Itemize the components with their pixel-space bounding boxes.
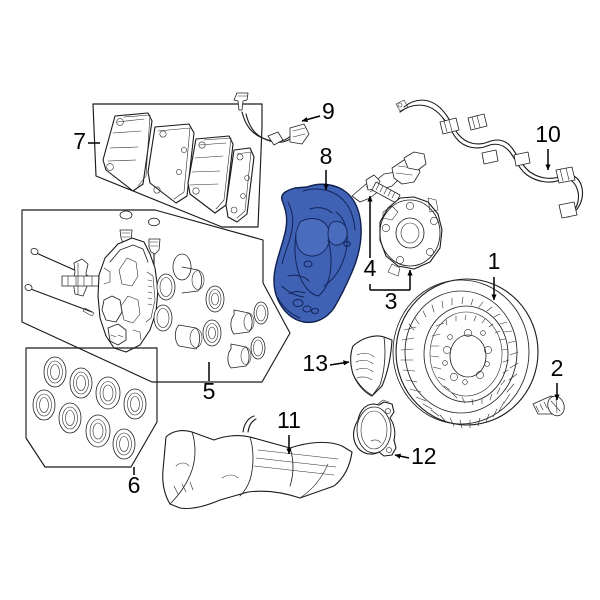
air-duct-mounting-bracket[interactable]: 12 [352, 399, 437, 469]
callout-13-label: 13 [302, 350, 328, 376]
hub-mounting-bolt[interactable]: 4 [364, 174, 401, 281]
brake-pad-group[interactable]: 7 [73, 103, 263, 228]
callout-4-label: 4 [364, 255, 377, 281]
caliper-guide-bolt-2 [24, 284, 95, 317]
rotor-hat-detail [430, 314, 510, 406]
callout-12-arrow [394, 453, 410, 459]
rotor-vent-fins [400, 296, 519, 429]
seal-kit-group-box [25, 347, 158, 468]
callout-7-label: 7 [73, 128, 86, 154]
abs-sensor-wire-harness[interactable]: 10 [395, 99, 584, 219]
seal-rings [32, 356, 147, 460]
brake-rotor-disc[interactable]: 1 [392, 248, 539, 429]
brake-pad-3 [187, 135, 234, 214]
callout-10-label: 10 [535, 121, 561, 147]
callout-3-bracket [369, 269, 413, 291]
callout-11-label: 11 [277, 407, 301, 433]
brake-pad-4 [225, 147, 255, 223]
caliper-pistons [153, 253, 269, 369]
callout-1-label: 1 [488, 248, 501, 274]
caliper-group[interactable]: 5 [21, 209, 291, 404]
wheel-hub-bearing-assembly[interactable]: 3 [369, 196, 443, 314]
caliper-bracket-fitting [61, 258, 101, 297]
wheel-speed-sensor[interactable]: 9 [233, 92, 335, 146]
brake-pad-1 [102, 112, 153, 192]
callout-2-label: 2 [551, 355, 564, 381]
brake-pad-2 [147, 123, 195, 204]
caliper-group-box [21, 209, 291, 383]
steering-knuckle[interactable]: 8 [273, 143, 362, 324]
callout-12-label: 12 [411, 443, 437, 469]
callout-5-label: 5 [203, 378, 216, 404]
callout-3-label: 3 [385, 288, 398, 314]
brake-dust-heat-shield[interactable]: 13 [302, 335, 393, 397]
brake-pad-group-box [92, 103, 263, 228]
rotor-retaining-screw[interactable]: 2 [532, 355, 567, 418]
callout-9-label: 9 [322, 98, 335, 124]
callout-6-label: 6 [128, 472, 141, 498]
callout-13-arrow [329, 360, 350, 366]
callout-9-arrow [301, 115, 321, 123]
brake-cooling-air-duct[interactable]: 11 [162, 407, 353, 510]
seal-kit-group[interactable]: 6 [25, 347, 158, 498]
callout-8-label: 8 [320, 143, 333, 169]
caliper-body [97, 237, 159, 353]
